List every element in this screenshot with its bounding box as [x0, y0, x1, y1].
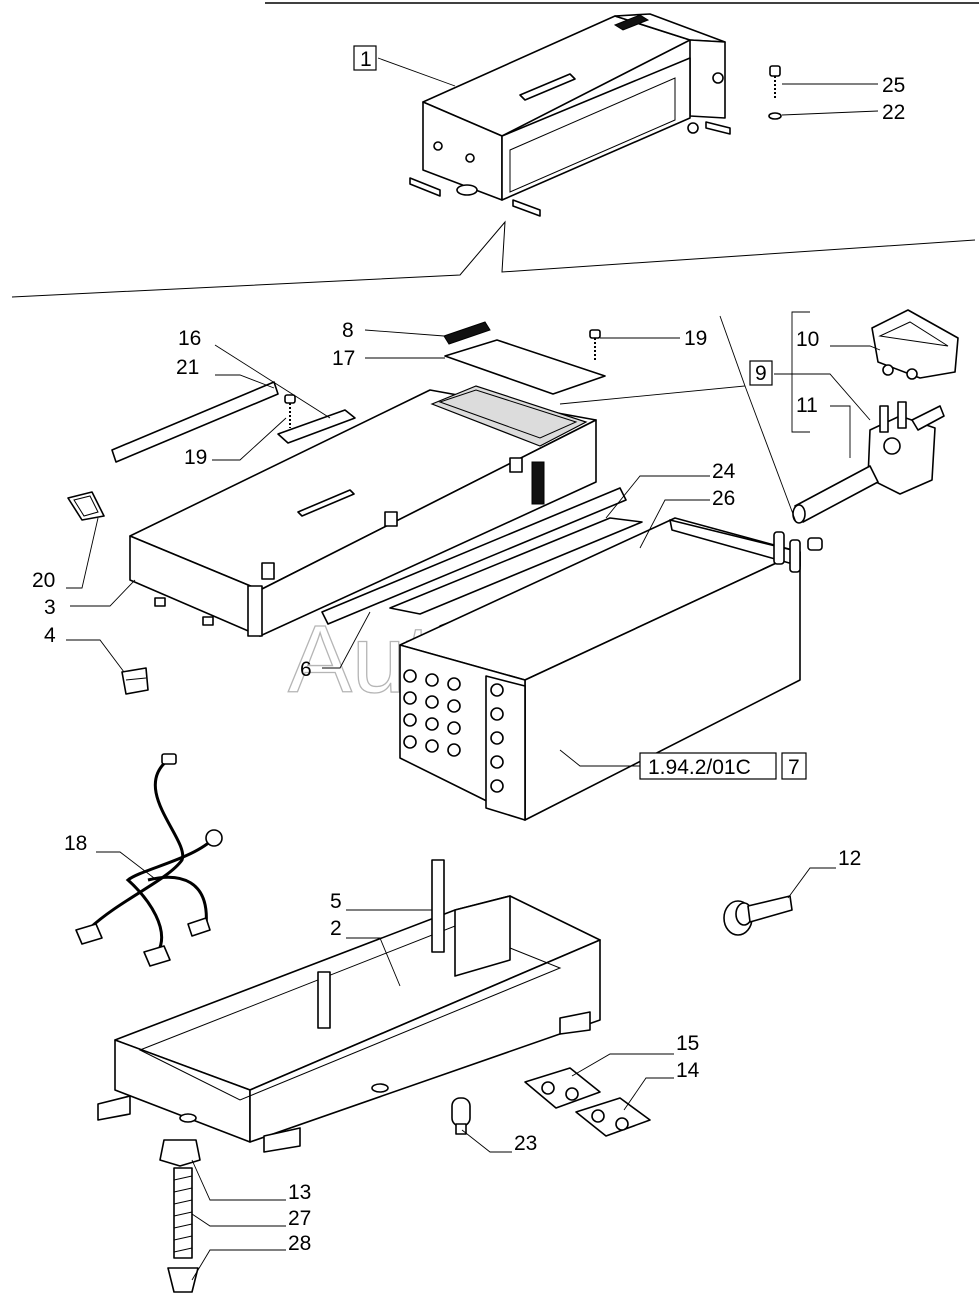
screw-19-left [284, 394, 296, 428]
seal-strip-6 [321, 487, 627, 625]
heater-unit-assembly [409, 13, 731, 217]
callout-5: 5 [330, 890, 342, 913]
wiring-harness-18 [75, 753, 223, 967]
cover-plate-17 [444, 339, 606, 395]
callout-13: 13 [288, 1181, 311, 1204]
callout-4: 4 [44, 624, 56, 647]
seal-24 [389, 517, 643, 615]
callout-9: 9 [755, 362, 767, 385]
callout-11: 11 [796, 394, 818, 417]
callout-16: 16 [178, 327, 201, 350]
callout-17: 17 [332, 347, 355, 370]
screw-25 [769, 65, 781, 100]
callout-19-right: 19 [684, 327, 707, 350]
reference-code: 1.94.2/01C [648, 756, 751, 779]
callout-14: 14 [676, 1059, 700, 1082]
callout-box-1 [353, 45, 377, 71]
valve-actuator-10 [871, 309, 959, 380]
clip-4 [121, 667, 149, 695]
callout-8: 8 [342, 319, 354, 342]
callout-22: 22 [882, 101, 905, 124]
nut-13 [159, 1139, 201, 1167]
callout-21: 21 [176, 356, 199, 379]
spring-27 [173, 1167, 193, 1259]
callout-26: 26 [712, 487, 735, 510]
heater-core-tubes [403, 669, 504, 793]
callout-28: 28 [288, 1232, 311, 1255]
callout-2: 2 [330, 917, 342, 940]
callout-27: 27 [288, 1207, 311, 1230]
section-divider-line [11, 220, 976, 298]
callout-3: 3 [44, 596, 56, 619]
callout-1: 1 [360, 48, 372, 71]
callout-23: 23 [514, 1132, 537, 1155]
label-plate-8 [443, 321, 491, 345]
callout-box-7 [781, 752, 807, 780]
callout-20: 20 [32, 569, 55, 592]
callout-15: 15 [676, 1032, 699, 1055]
callout-19-left: 19 [184, 446, 207, 469]
plate-16 [277, 409, 356, 444]
screw-19-right [589, 329, 601, 362]
plate-15 [524, 1067, 601, 1109]
callout-10: 10 [796, 328, 819, 351]
callout-7: 7 [788, 756, 800, 779]
callout-25: 25 [882, 74, 905, 97]
strip-21 [111, 381, 279, 463]
plate-14 [575, 1097, 651, 1137]
callout-box-9 [749, 360, 773, 386]
callout-6: 6 [300, 658, 312, 681]
group-bracket-9 [791, 311, 810, 433]
top-cover-3 [129, 385, 597, 637]
callout-18: 18 [64, 832, 87, 855]
leader-lines [66, 57, 881, 1281]
reference-box [639, 752, 777, 780]
bulb-23 [451, 1097, 471, 1135]
callout-24: 24 [712, 460, 736, 483]
water-valve-11 [792, 401, 945, 524]
washer-22 [768, 112, 782, 120]
callout-12: 12 [838, 847, 861, 870]
heater-core-pipes [773, 531, 823, 573]
bolt-12 [723, 895, 793, 936]
bottom-housing-2 [97, 859, 601, 1153]
drain-valve-28 [167, 1267, 199, 1293]
clip-20 [67, 491, 105, 521]
